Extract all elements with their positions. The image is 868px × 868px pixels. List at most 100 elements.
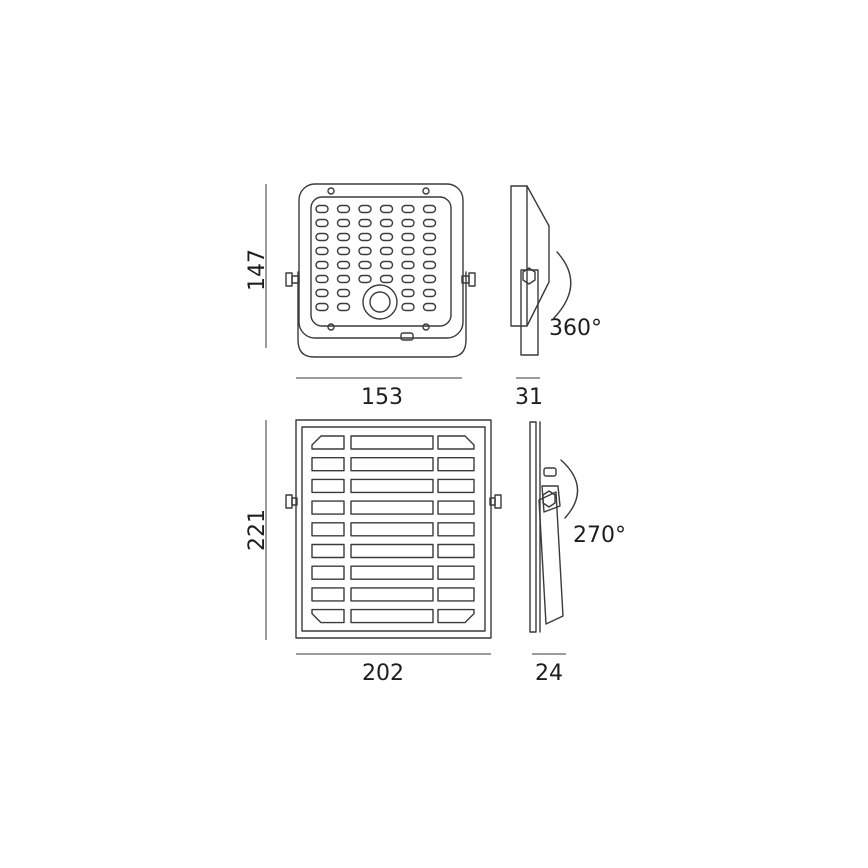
led-chip (315, 232, 329, 242)
lamp-side-bracket (520, 269, 539, 356)
solar-cell (437, 435, 475, 450)
led-chip (401, 274, 415, 284)
lamp-width-label: 153 (361, 385, 403, 410)
panel-rotation-arc (560, 459, 579, 519)
led-chip (401, 218, 415, 228)
led-chip (315, 204, 329, 214)
cable-gland (400, 332, 414, 341)
led-chip (315, 218, 329, 228)
led-chip (336, 274, 351, 284)
solar-cell (311, 435, 345, 450)
panel-side-knob-left (285, 494, 298, 509)
led-chip (379, 218, 394, 228)
solar-cell (311, 500, 345, 515)
solar-cell (311, 457, 345, 472)
led-chip (358, 232, 372, 242)
led-chip (358, 274, 372, 284)
led-chip (379, 260, 394, 270)
led-chip (401, 204, 415, 214)
led-chip (422, 232, 437, 242)
lamp-depth-label: 31 (515, 385, 543, 410)
panel-side-arm (538, 491, 564, 625)
led-chip (401, 260, 415, 270)
led-chip (315, 246, 329, 256)
led-chip (336, 232, 351, 242)
led-chip (422, 246, 437, 256)
panel-side-plate (529, 421, 537, 633)
led-chip (336, 218, 351, 228)
panel-top-knob (543, 467, 557, 477)
lamp-side-knob-left (285, 272, 300, 287)
solar-cell (311, 608, 345, 624)
solar-cell (350, 522, 434, 537)
lamp-front-view (285, 183, 476, 358)
solar-cell (350, 608, 434, 624)
panel-side-view (529, 421, 579, 633)
led-chip (401, 288, 415, 298)
panel-inner-frame (301, 426, 486, 632)
led-chip (379, 232, 394, 242)
solar-cell (350, 457, 434, 472)
motion-sensor (362, 284, 398, 320)
panel-height-label: 221 (245, 509, 270, 551)
led-chip (379, 274, 394, 284)
panel-cell-grid (311, 435, 475, 624)
lamp-screw-holes (327, 187, 430, 331)
solar-cell (437, 543, 475, 559)
lamp-rotation-arc (553, 251, 572, 319)
led-chip (336, 288, 351, 298)
solar-cell (311, 587, 345, 602)
lamp-pivot-nut (522, 267, 536, 285)
solar-cell (437, 608, 475, 624)
led-chip (336, 302, 351, 312)
panel-outer-frame (295, 419, 492, 639)
led-chip (379, 204, 394, 214)
led-chip (315, 260, 329, 270)
led-chip (358, 204, 372, 214)
solar-cell (437, 500, 475, 515)
solar-cell (350, 587, 434, 602)
lamp-height-label: 147 (245, 249, 270, 291)
lamp-rotation-label: 360° (549, 316, 602, 341)
led-chip (401, 246, 415, 256)
solar-cell (350, 543, 434, 559)
solar-cell (437, 565, 475, 580)
led-chip (422, 274, 437, 284)
panel-rotation-label: 270° (573, 523, 626, 548)
led-chip (379, 246, 394, 256)
led-chip (336, 204, 351, 214)
solar-cell (350, 435, 434, 450)
solar-cell (311, 478, 345, 494)
led-chip (336, 246, 351, 256)
solar-cell (437, 522, 475, 537)
led-chip (315, 274, 329, 284)
led-chip (422, 204, 437, 214)
lamp-bracket (297, 271, 467, 358)
solar-cell (437, 587, 475, 602)
lamp-side-knob-right (461, 272, 476, 287)
led-chip (358, 246, 372, 256)
panel-pivot-nut (542, 490, 556, 508)
led-chip (422, 302, 437, 312)
panel-front-view (285, 419, 502, 639)
led-chip (315, 302, 329, 312)
lamp-side-body (510, 185, 550, 327)
led-chip (401, 232, 415, 242)
solar-cell (350, 500, 434, 515)
lamp-housing (298, 183, 464, 339)
led-chip (401, 302, 415, 312)
lamp-side-view (510, 185, 572, 356)
solar-cell (311, 522, 345, 537)
panel-width-label: 202 (362, 661, 404, 686)
solar-cell (311, 565, 345, 580)
lamp-inner-frame (310, 196, 452, 327)
led-chip (422, 218, 437, 228)
led-chip (422, 260, 437, 270)
panel-side-knob-right (489, 494, 502, 509)
solar-cell (350, 478, 434, 494)
led-chip (336, 260, 351, 270)
led-chip (315, 288, 329, 298)
solar-cell (437, 457, 475, 472)
led-chip (422, 288, 437, 298)
